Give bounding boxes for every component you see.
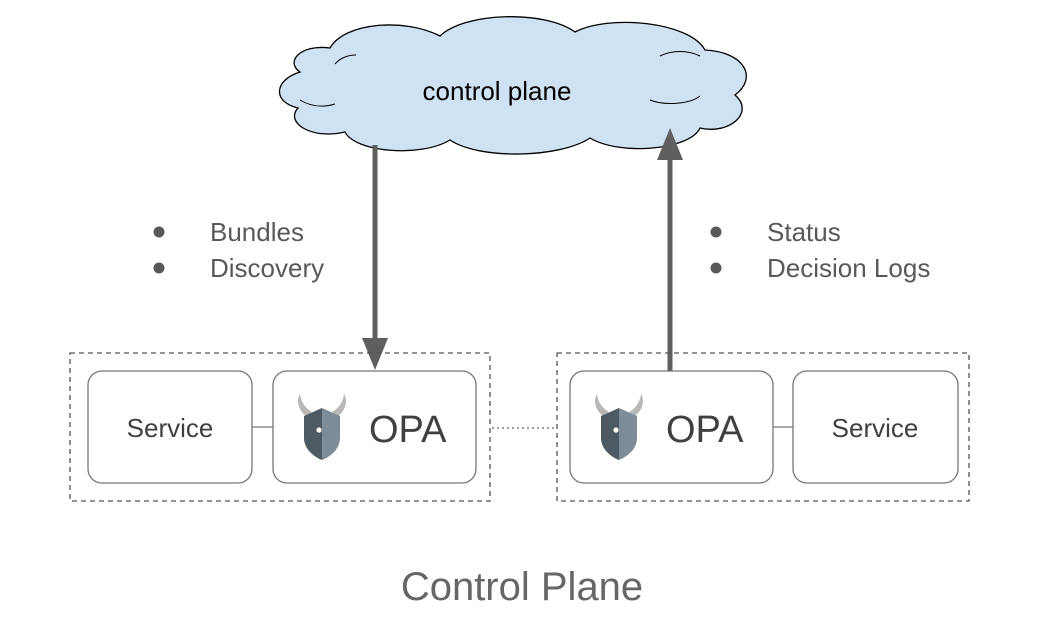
uplink-item-status: Status — [767, 217, 841, 247]
left-service-label: Service — [127, 413, 214, 443]
left-host-boundary — [69, 352, 491, 502]
downlink-arrow — [362, 145, 388, 370]
downlink-list: Bundles Discovery — [153, 217, 324, 283]
bullet-icon — [710, 226, 722, 238]
downlink-item-bundles: Bundles — [210, 217, 304, 247]
left-opa-label: OPA — [369, 409, 447, 451]
bullet-icon — [153, 262, 165, 274]
right-opa-label: OPA — [666, 409, 744, 451]
bullet-icon — [153, 226, 165, 238]
bullet-icon — [710, 262, 722, 274]
right-service-label: Service — [832, 413, 919, 443]
uplink-item-decision-logs: Decision Logs — [767, 253, 930, 283]
right-service-box — [792, 370, 959, 484]
cloud-shape — [278, 16, 747, 155]
left-host-group: Service OPA — [69, 352, 491, 502]
right-host-boundary — [556, 352, 970, 502]
diagram-caption: Control Plane — [401, 565, 643, 609]
right-host-group: OPA Service — [556, 352, 970, 502]
uplink-arrow — [657, 128, 683, 372]
uplink-list: Status Decision Logs — [710, 217, 930, 283]
cloud-label: control plane — [423, 76, 572, 106]
downlink-item-discovery: Discovery — [210, 253, 324, 283]
control-plane-cloud: control plane — [278, 16, 747, 155]
